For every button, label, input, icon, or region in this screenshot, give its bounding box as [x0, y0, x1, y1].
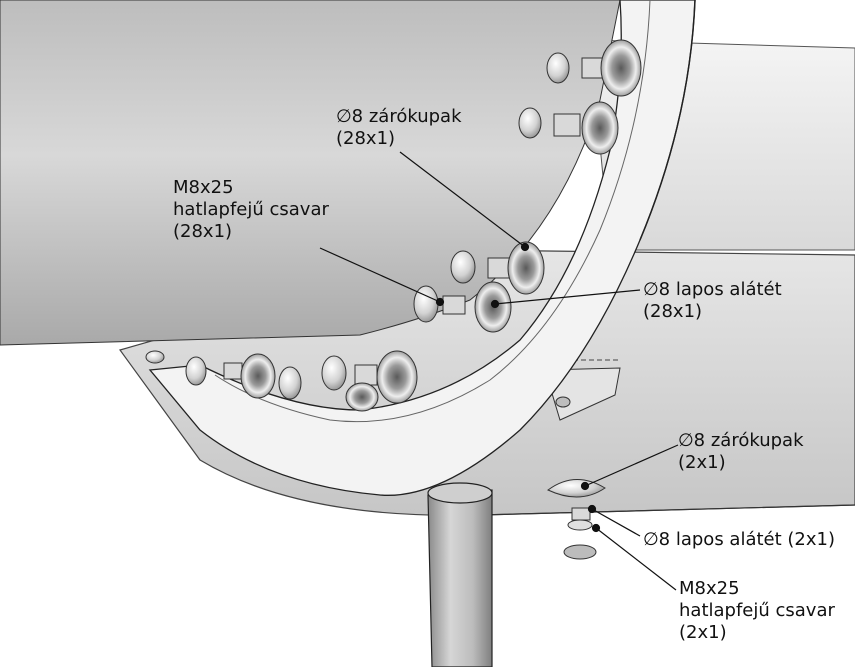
leader-dot	[591, 523, 601, 533]
support-pipe-top	[427, 482, 493, 504]
bolt-head	[442, 295, 466, 315]
fastener-set-6	[278, 366, 379, 412]
callout-text: (2x1)	[678, 452, 726, 473]
leader-zarokupak-main	[399, 151, 526, 248]
leader-alatet-small	[591, 508, 641, 537]
bolt-head-lower	[571, 507, 591, 521]
bolt-head	[553, 113, 581, 137]
leader-dot	[490, 299, 500, 309]
callout-text: (2x1)	[679, 622, 727, 643]
callout-text: (28x1)	[336, 128, 396, 149]
callout-csavar-2: M8x25 hatlapfejű csavar (2x1)	[679, 578, 835, 644]
bolt-head	[223, 362, 243, 380]
leader-dot	[520, 242, 530, 252]
callout-text: hatlapfejű csavar	[173, 199, 329, 220]
bolt-head	[487, 257, 511, 279]
fastener-set-5	[321, 350, 418, 404]
callout-csavar-28: M8x25 hatlapfejű csavar (28x1)	[173, 177, 329, 243]
fastener-set-lower	[547, 479, 606, 560]
fastener-set-7	[185, 353, 276, 399]
leader-csavar-small	[595, 527, 677, 591]
closure-cap	[278, 366, 302, 400]
flange-ring	[148, 0, 696, 496]
callout-alatet-2: ∅8 lapos alátét (2x1)	[643, 529, 835, 551]
callout-text: (28x1)	[173, 221, 233, 242]
callout-text: M8x25	[679, 578, 740, 599]
washer-ring	[507, 241, 545, 295]
bolt-head	[354, 364, 378, 386]
leader-lines	[319, 151, 679, 591]
fastener-set-3	[450, 241, 545, 295]
closure-cap	[185, 356, 207, 386]
callout-text: hatlapfejű csavar	[679, 600, 835, 621]
washer-ring	[240, 353, 276, 399]
support-pipe	[427, 489, 493, 667]
hole-lower	[563, 544, 597, 560]
closure-cap	[518, 107, 542, 139]
washer-ring	[376, 350, 418, 404]
callout-text: ∅8 lapos alátét (2x1)	[643, 529, 835, 550]
callout-text: ∅8 zárókupak	[336, 106, 462, 127]
closure-cap	[546, 52, 570, 84]
washer-lower	[567, 519, 593, 531]
leader-alatet-main	[494, 289, 641, 305]
flange-inner-edge	[214, 0, 651, 423]
callout-text: ∅8 lapos alátét	[643, 279, 782, 300]
leader-dot	[587, 504, 597, 514]
leader-dot	[435, 297, 445, 307]
callout-text: M8x25	[173, 177, 234, 198]
fastener-set-2	[518, 101, 619, 155]
closure-cap	[321, 355, 347, 391]
callout-alatet-28: ∅8 lapos alátét (28x1)	[643, 279, 782, 323]
bracket-hole	[555, 396, 571, 408]
flange-outer-edge	[639, 0, 696, 241]
washer-ring	[345, 382, 379, 412]
closure-cap-edge	[145, 350, 165, 364]
closure-cap	[450, 250, 476, 284]
leader-csavar-main	[319, 247, 441, 303]
washer-ring	[581, 101, 619, 155]
callout-text: (28x1)	[643, 301, 703, 322]
housing-edge	[479, 504, 855, 516]
leader-zarokupak-small	[584, 444, 679, 487]
callout-zarokupak-2: ∅8 zárókupak (2x1)	[678, 430, 804, 474]
callout-text: ∅8 zárókupak	[678, 430, 804, 451]
leader-dot	[580, 481, 590, 491]
fastener-set-1	[546, 39, 642, 97]
washer-ring	[600, 39, 642, 97]
callout-zarokupak-28: ∅8 zárókupak (28x1)	[336, 106, 462, 150]
